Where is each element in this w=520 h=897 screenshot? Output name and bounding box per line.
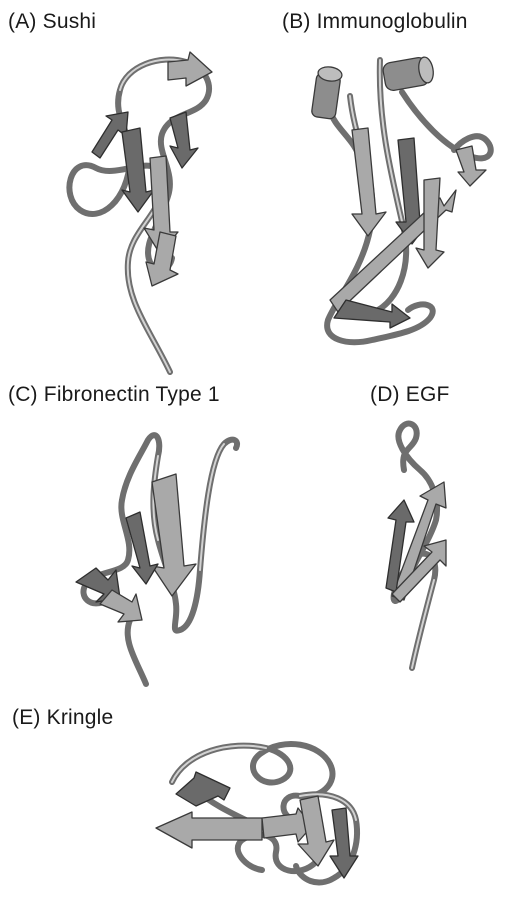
fibronectin-type-1-structure bbox=[76, 435, 237, 684]
egf-structure bbox=[386, 424, 446, 668]
immunoglobulin-structure bbox=[311, 56, 491, 342]
sushi-structure bbox=[69, 52, 212, 372]
kringle-structure bbox=[156, 744, 358, 882]
